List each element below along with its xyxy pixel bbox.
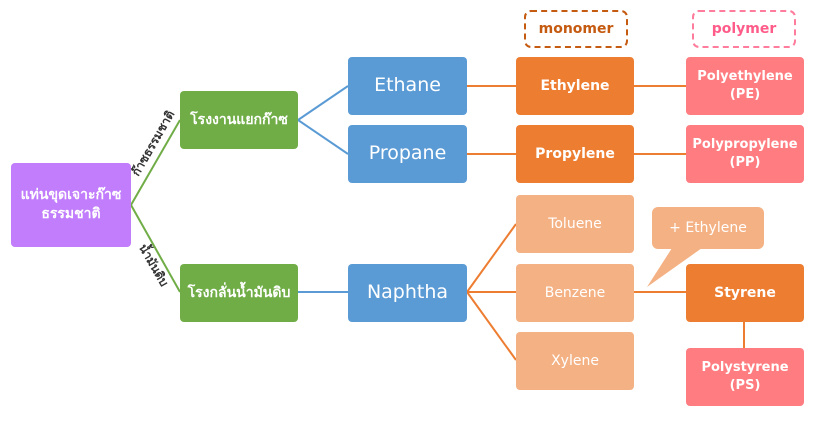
edge-source-refinery — [130, 204, 181, 293]
edge-naphtha-toluene — [466, 223, 517, 293]
toluene-node: Toluene — [516, 195, 634, 253]
ethylene-node: Ethylene — [516, 57, 634, 115]
propane-node: Propane — [348, 125, 467, 183]
edge-gas-plant-propane — [297, 119, 349, 155]
callout-tail — [647, 248, 702, 287]
edge-source-gas-plant — [130, 119, 181, 206]
edge-gas-plant-ethane — [297, 85, 349, 121]
plus-ethylene-callout: + Ethylene — [652, 207, 764, 249]
gas-separation-plant-node: โรงงานแยกก๊าซ — [180, 91, 298, 149]
monomer-header: monomer — [524, 10, 628, 48]
polypropylene-node: Polypropylene (PP) — [686, 125, 804, 183]
polymer-header: polymer — [692, 10, 796, 48]
benzene-node: Benzene — [516, 264, 634, 322]
natural-gas-rig-node: แท่นขุดเจาะก๊าซ ธรรมชาติ — [11, 163, 131, 247]
polystyrene-node: Polystyrene (PS) — [686, 348, 804, 406]
propylene-node: Propylene — [516, 125, 634, 183]
refinery-node: โรงกลั่นน้ำมันดิบ — [180, 264, 298, 322]
ethane-node: Ethane — [348, 57, 467, 115]
styrene-node: Styrene — [686, 264, 804, 322]
edge-naphtha-xylene — [466, 291, 517, 361]
xylene-node: Xylene — [516, 332, 634, 390]
polyethylene-node: Polyethylene (PE) — [686, 57, 804, 115]
naphtha-node: Naphtha — [348, 264, 467, 322]
